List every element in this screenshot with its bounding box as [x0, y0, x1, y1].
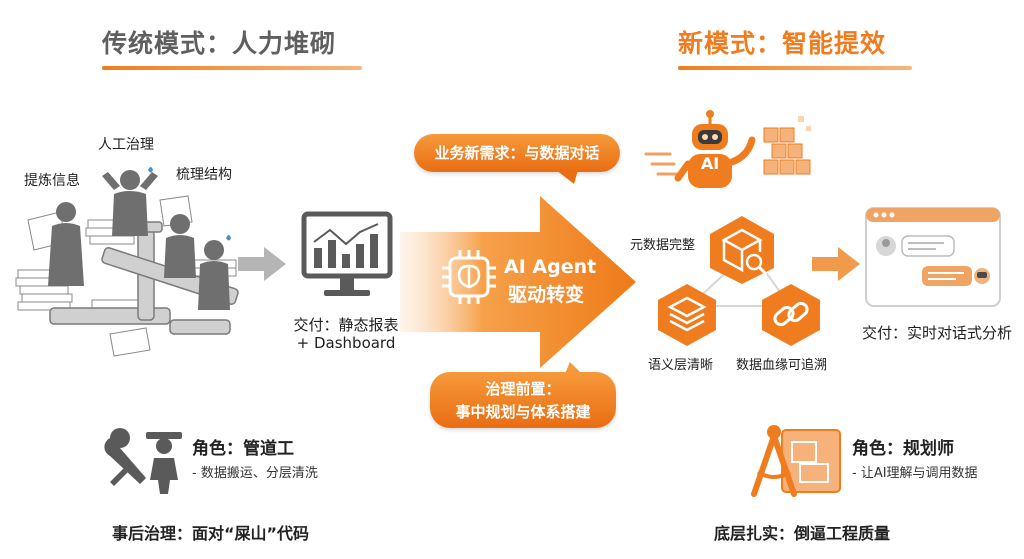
label-lineage: 数据血缘可追溯: [736, 358, 828, 373]
label-manual-governance: 人工治理: [98, 137, 154, 153]
people-pipes-icon: [15, 167, 239, 357]
top-bubble-tail: [556, 170, 578, 184]
cube-search-icon: [710, 216, 774, 284]
robot-badge: AI: [700, 154, 720, 173]
label-semantic-layer: 语义层清晰: [648, 358, 714, 373]
left-delivery-line1: 交付：静态报表: [293, 316, 399, 334]
label-extract-info: 提炼信息: [24, 173, 80, 189]
link-icon: [762, 284, 820, 346]
compass-blueprint-icon: [751, 425, 841, 497]
right-title: 新模式：智能提效: [678, 29, 887, 58]
left-title-underline: [102, 66, 362, 70]
orange-arrow-icon: [812, 247, 860, 281]
chat-window-icon: [865, 207, 1001, 307]
left-role-desc: - 数据搬运、分层清洗: [192, 466, 318, 481]
robot-icon: [644, 110, 811, 188]
right-bottom-text: 底层扎实：倒逼工程质量: [714, 524, 891, 543]
layers-icon: [658, 284, 716, 346]
wrench-figure-icon: [104, 428, 182, 494]
label-metadata: 元数据完整: [630, 238, 696, 253]
left-bottom-text: 事后治理：面对“屎山”代码: [112, 524, 310, 543]
arrow-label-line1: AI Agent: [504, 256, 597, 278]
top-bubble: 业务新需求：与数据对话: [414, 134, 620, 172]
left-delivery-line2: + Dashboard: [296, 334, 396, 352]
right-title-underline: [678, 66, 912, 70]
left-role-title: 角色：管道工: [192, 439, 294, 459]
bottom-bubble-line1: 治理前置：: [485, 380, 561, 398]
arrow-label-line2: 驱动转变: [508, 284, 585, 306]
ai-brain-chip-icon: [442, 250, 496, 304]
left-title: 传统模式：人力堆砌: [102, 29, 337, 58]
right-role-title: 角色：规划师: [852, 439, 954, 459]
bottom-bubble: 治理前置： 事中规划与体系搭建: [430, 372, 616, 428]
label-structure: 梳理结构: [176, 167, 232, 183]
big-orange-arrow-icon: [400, 196, 636, 368]
gray-arrow-icon: [238, 247, 286, 281]
right-delivery: 交付：实时对话式分析: [862, 324, 1013, 342]
right-role-desc: - 让AI理解与调用数据: [852, 466, 978, 481]
monitor-chart-icon: [301, 211, 393, 296]
bottom-bubble-line2: 事中规划与体系搭建: [455, 403, 591, 421]
